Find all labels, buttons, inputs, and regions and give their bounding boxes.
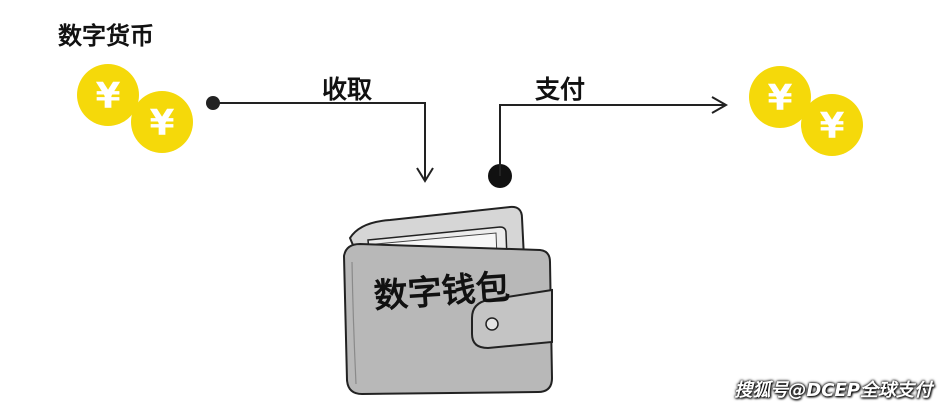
wallet-stitch (351, 261, 357, 385)
pay-path (499, 104, 725, 176)
diagram-title: 数字货币 (58, 22, 154, 50)
wallet-button (485, 317, 499, 331)
coin-right-front-symbol: ¥ (819, 106, 844, 147)
source-coins: ¥ ¥ (77, 64, 193, 153)
wallet-label: 数字钱包 (373, 267, 511, 316)
receive-arrowhead (416, 167, 434, 183)
coin-right-back (749, 66, 811, 128)
coin-left-front-symbol: ¥ (149, 103, 174, 144)
receive-path (213, 102, 426, 180)
destination-coins: ¥ ¥ (749, 66, 863, 156)
pay-arrowhead (711, 96, 729, 114)
pay-arrow (488, 96, 729, 188)
coin-left-back (77, 64, 139, 126)
coin-right-front (801, 94, 863, 156)
wallet-illustration: 数字钱包 (342, 205, 554, 396)
coin-left-back-symbol: ¥ (95, 76, 120, 117)
coin-right-back-symbol: ¥ (767, 78, 792, 119)
pay-label: 支付 (535, 75, 586, 104)
wallet-body (342, 242, 554, 396)
coin-left-front (131, 91, 193, 153)
wallet-clasp (471, 288, 553, 350)
watermark: 搜狐号@DCEP全球支付 (734, 380, 932, 401)
receive-label: 收取 (322, 75, 373, 104)
receive-arrow (206, 96, 434, 183)
